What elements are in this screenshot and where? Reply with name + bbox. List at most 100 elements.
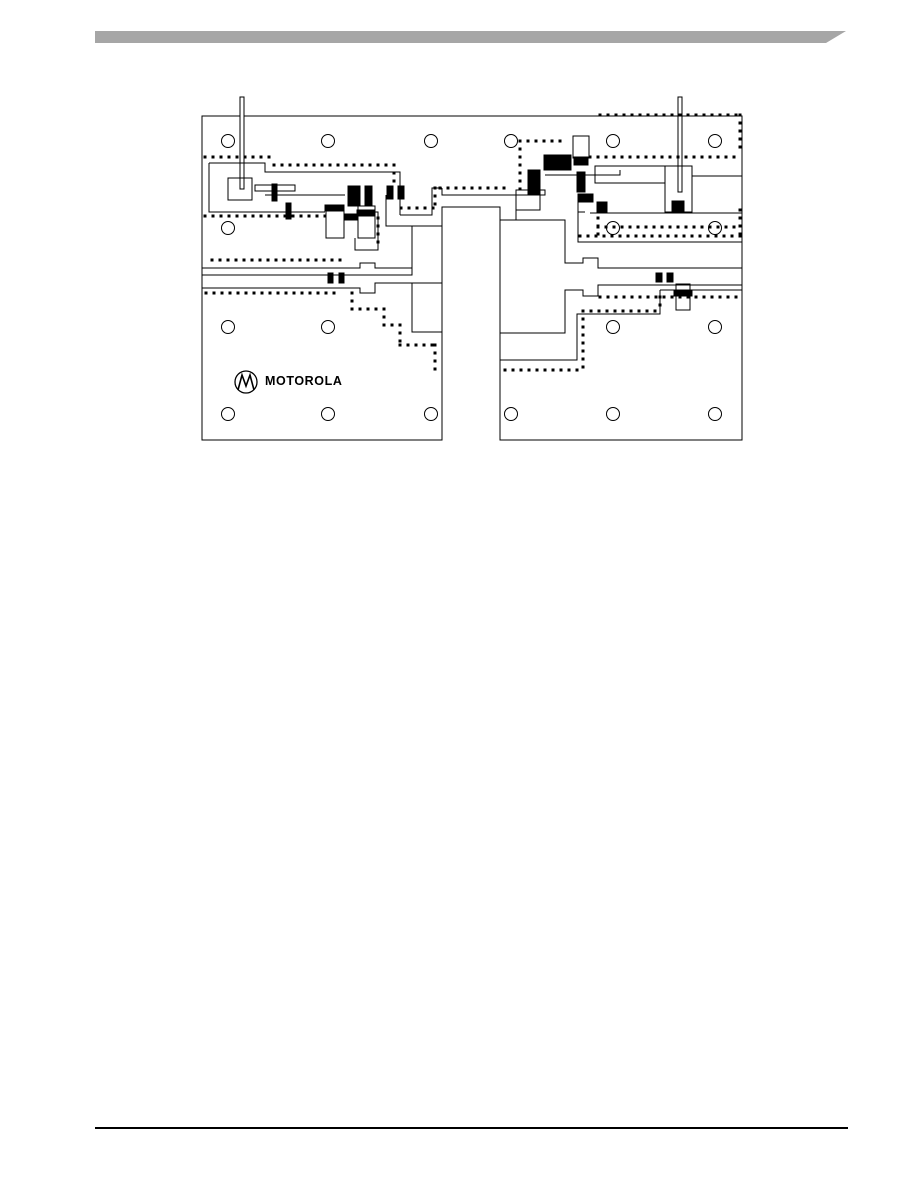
via-pad bbox=[423, 206, 427, 210]
via-pad bbox=[732, 225, 736, 229]
via-pad bbox=[706, 234, 710, 238]
via-pad bbox=[581, 325, 585, 329]
motorola-batwing-icon bbox=[234, 370, 258, 394]
via-pad bbox=[575, 368, 579, 372]
via-pad bbox=[637, 309, 641, 313]
lead-wires bbox=[239, 96, 683, 193]
via-pad bbox=[266, 258, 270, 262]
via-pad bbox=[692, 155, 696, 159]
via-pad bbox=[620, 155, 624, 159]
via-pad bbox=[260, 291, 264, 295]
via-pad bbox=[738, 129, 742, 133]
via-pad bbox=[308, 291, 312, 295]
via-pad bbox=[267, 155, 271, 159]
via-pad bbox=[658, 303, 662, 307]
via-pad bbox=[252, 291, 256, 295]
via-pad bbox=[478, 186, 482, 190]
via-pad bbox=[698, 234, 702, 238]
via-pad bbox=[666, 234, 670, 238]
via-pad bbox=[542, 139, 546, 143]
via-pad bbox=[320, 163, 324, 167]
via-pad bbox=[414, 343, 418, 347]
via-pad bbox=[718, 295, 722, 299]
via-pad bbox=[218, 258, 222, 262]
via-pad bbox=[433, 343, 437, 347]
via-pad bbox=[446, 186, 450, 190]
via-pad bbox=[658, 295, 662, 299]
via-pad bbox=[212, 291, 216, 295]
via-pad bbox=[738, 208, 742, 212]
via-pad bbox=[433, 194, 437, 198]
via-pad bbox=[350, 291, 354, 295]
via-pad bbox=[226, 258, 230, 262]
via-pad bbox=[645, 309, 649, 313]
via-pad bbox=[726, 113, 730, 117]
via-pad bbox=[581, 309, 585, 313]
via-pad bbox=[244, 291, 248, 295]
via-pad bbox=[636, 225, 640, 229]
via-pad bbox=[304, 163, 308, 167]
via-pad bbox=[646, 295, 650, 299]
footer-rule bbox=[95, 1127, 848, 1129]
via-pad bbox=[716, 225, 720, 229]
via-pad bbox=[605, 309, 609, 313]
via-pad bbox=[644, 155, 648, 159]
via-pad bbox=[518, 155, 522, 159]
via-pad bbox=[360, 163, 364, 167]
via-pad bbox=[708, 155, 712, 159]
via-pad bbox=[682, 234, 686, 238]
via-pad bbox=[330, 258, 334, 262]
via-pad bbox=[684, 225, 688, 229]
via-pad bbox=[589, 309, 593, 313]
via-pad bbox=[438, 186, 442, 190]
via-pad bbox=[543, 368, 547, 372]
via-pad bbox=[228, 291, 232, 295]
via-pad bbox=[702, 295, 706, 299]
via-pad bbox=[654, 295, 658, 299]
via-pad bbox=[433, 351, 437, 355]
via-pad bbox=[692, 225, 696, 229]
via-pad bbox=[350, 307, 354, 311]
via-pad bbox=[653, 309, 657, 313]
via-pad bbox=[433, 359, 437, 363]
via-pad bbox=[274, 258, 278, 262]
via-pad bbox=[606, 113, 610, 117]
via-pad bbox=[738, 113, 742, 117]
via-pad bbox=[518, 171, 522, 175]
via-pad bbox=[618, 234, 622, 238]
via-pad bbox=[646, 113, 650, 117]
via-pad bbox=[275, 214, 279, 218]
via-pad bbox=[710, 113, 714, 117]
via-pad bbox=[738, 137, 742, 141]
via-pad bbox=[382, 307, 386, 311]
via-pad bbox=[324, 291, 328, 295]
via-pad bbox=[503, 368, 507, 372]
via-pad bbox=[454, 186, 458, 190]
via-pad bbox=[634, 234, 638, 238]
via-pad bbox=[292, 291, 296, 295]
via-pad bbox=[518, 187, 522, 191]
via-pad bbox=[211, 214, 215, 218]
via-pad bbox=[433, 367, 437, 371]
via-pad bbox=[535, 368, 539, 372]
via-pad bbox=[581, 357, 585, 361]
via-pad bbox=[650, 234, 654, 238]
via-pad bbox=[462, 186, 466, 190]
via-pad bbox=[392, 171, 396, 175]
via-pad bbox=[376, 240, 380, 244]
via-pad bbox=[626, 234, 630, 238]
via-pad bbox=[299, 214, 303, 218]
via-pad bbox=[581, 349, 585, 353]
via-pad bbox=[251, 214, 255, 218]
via-pad bbox=[686, 295, 690, 299]
via-pad bbox=[738, 216, 742, 220]
pcb-layout-diagram bbox=[201, 96, 743, 441]
via-pad bbox=[621, 309, 625, 313]
via-pad bbox=[586, 234, 590, 238]
via-pad bbox=[724, 225, 728, 229]
via-pad bbox=[628, 225, 632, 229]
via-pad bbox=[368, 163, 372, 167]
via-pad bbox=[676, 225, 680, 229]
via-pad bbox=[551, 368, 555, 372]
via-pad bbox=[738, 224, 742, 228]
